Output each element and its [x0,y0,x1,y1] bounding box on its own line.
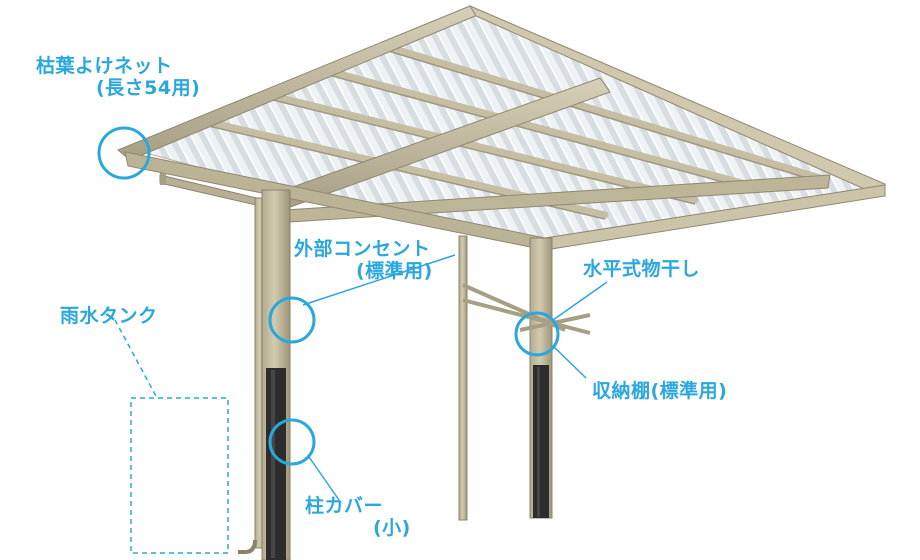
dryer-marker [514,311,560,357]
outdoor-outlet-title: 外部コンセント [294,238,431,260]
leaf-guard-label: 枯葉よけネット (長さ54用) [36,55,200,99]
horizontal-dryer-title: 水平式物干し [583,258,701,280]
horizontal-dryer-label: 水平式物干し [583,258,700,280]
storage-shelf-title: 収納棚(標準用) [592,380,728,402]
front-left-post [261,189,291,560]
rain-tank-title: 雨水タンク [60,305,158,327]
pillar-cover-subtitle: (小) [373,517,411,539]
callout-markers [97,126,560,466]
leaf-guard-subtitle: (長さ54用) [96,77,201,99]
pillar-cover-title: 柱カバー [305,495,384,517]
rear-right-post [529,237,553,519]
rain-tank-label: 雨水タンク [60,305,158,327]
outlet-marker [268,296,316,344]
leaf-guard-title: 枯葉よけネット [36,55,173,77]
dryer-arms [462,283,591,335]
pillar-cover-label: 柱カバー (小) [305,495,411,539]
leaf-guard-marker [97,126,151,180]
outdoor-outlet-subtitle: (標準用) [356,260,433,282]
middle-post [458,235,468,521]
pillar-cover-marker [268,418,316,466]
storage-shelf-label: 収納棚(標準用) [592,380,727,402]
roof-rafters [196,42,824,219]
leader-lines [114,254,608,501]
outdoor-outlet-label: 外部コンセント (標準用) [294,238,433,282]
gutter-pipe [159,173,266,554]
rain-tank-outline [130,397,229,554]
